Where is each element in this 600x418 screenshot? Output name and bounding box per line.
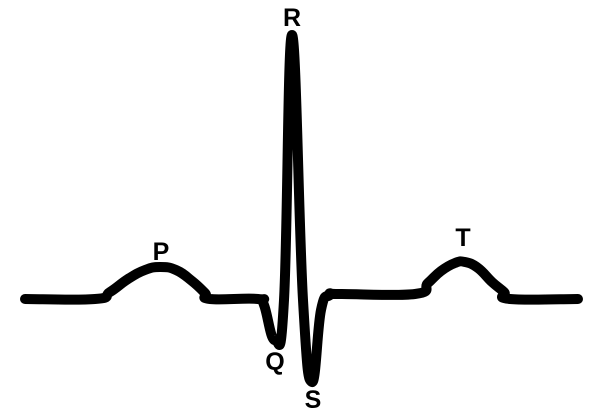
wave-label-r: R <box>283 4 301 32</box>
ecg-trace-path <box>20 30 583 388</box>
wave-label-p: P <box>153 238 170 266</box>
wave-label-q: Q <box>265 348 284 376</box>
wave-label-s: S <box>305 386 322 414</box>
wave-label-t: T <box>455 224 470 252</box>
wave-label-group: P Q R S T <box>153 4 471 414</box>
